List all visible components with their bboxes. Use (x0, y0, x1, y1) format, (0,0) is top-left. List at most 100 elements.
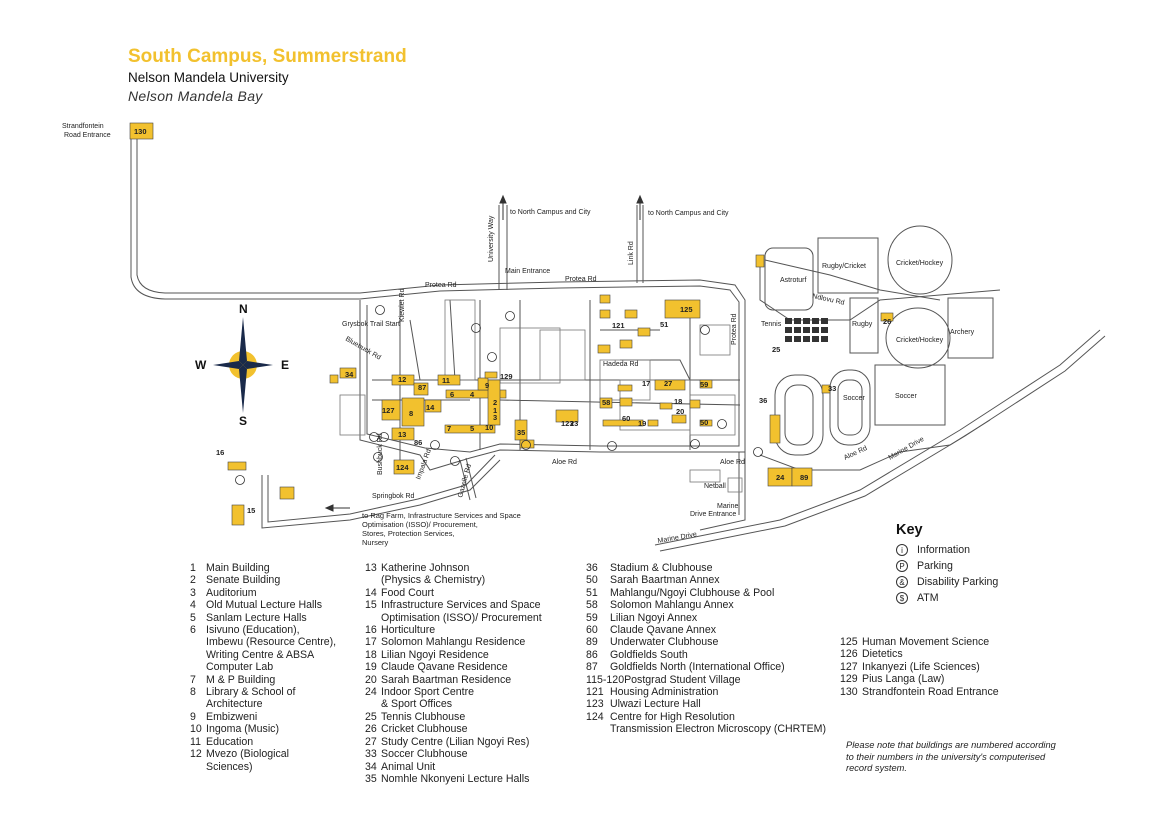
legend-item-label: Nomhle Nkonyeni Lecture Halls (381, 772, 530, 785)
num-label-1: 1 (493, 406, 497, 415)
key-label-information: Information (917, 544, 970, 556)
legend-item-label: Soccer Clubhouse (381, 748, 468, 761)
label-cricket-hockey-1: Cricket/Hockey (896, 260, 944, 267)
legend-item-number: 89 (586, 636, 598, 649)
label-to-north-1: to North Campus and City (510, 209, 591, 216)
legend-item-label: Claude Qavane Annex (610, 624, 717, 637)
num-label-18: 18 (674, 397, 682, 406)
road-labels: Strandfontein Road Entrance to North Cam… (62, 123, 975, 545)
atm-icon: $ (896, 592, 908, 604)
num-label-130: 130 (134, 127, 147, 136)
label-rugby: Rugby (852, 321, 873, 328)
legend-item-number: 129 (840, 673, 858, 686)
legend-item-label: Human Movement Science (862, 636, 990, 648)
label-marine-entrance-2: Drive Entrance (690, 511, 736, 518)
legend-item: 35 Nomhle Nkonyeni Lecture Halls (365, 773, 542, 785)
label-soccer-1: Soccer (843, 395, 865, 402)
legend-item-number: 35 (365, 772, 377, 785)
compass-w: W (195, 358, 207, 372)
num-label-24: 24 (776, 473, 785, 482)
information-icon: i (896, 544, 908, 556)
num-label-19: 19 (638, 419, 646, 428)
legend-item-number: 19 (365, 661, 377, 674)
tennis-courts (785, 318, 828, 342)
legend-item-number: 8 (190, 686, 196, 699)
legend-item-label: Lilian Ngoyi Annex (610, 611, 698, 624)
label-strandfontein: Strandfontein (62, 123, 104, 130)
parking-icon (375, 305, 385, 315)
legend-item-number: 25 (365, 710, 377, 723)
legend-item-label: Stadium & Clubhouse (610, 562, 713, 574)
label-cricket-hockey-2: Cricket/Hockey (896, 337, 944, 344)
num-label-35: 35 (517, 428, 525, 437)
map-title: South Campus, Summerstrand (128, 46, 407, 67)
legend-item-label: Food Court (381, 586, 434, 599)
num-label-3: 3 (493, 413, 497, 422)
label-soccer-2: Soccer (895, 393, 917, 400)
num-label-33: 33 (828, 384, 836, 393)
legend-item-label: Mvezo (Biological Sciences) (206, 748, 290, 773)
num-label-60: 60 (622, 414, 630, 423)
label-link-rd: Link Rd (628, 241, 635, 265)
parking-icon (521, 440, 531, 450)
label-aloe-rd-3: Aloe Rd (843, 445, 869, 462)
parking-icon (373, 452, 383, 462)
legend-item-label: Goldfields North (International Office) (610, 661, 785, 674)
legend-item-label: Dietetics (862, 648, 903, 661)
legend-item: 3 Auditorium (190, 587, 336, 599)
legend-item-number: 2 (190, 574, 196, 587)
legend-item-number: 115-120 (586, 673, 625, 686)
label-tennis: Tennis (761, 321, 782, 328)
key-label-atm: ATM (917, 592, 939, 604)
label-protea-rd-w: Protea Rd (425, 282, 457, 289)
num-label-10: 10 (485, 423, 493, 432)
legend-item-number: 15 (365, 599, 377, 612)
legend-item-number: 3 (190, 586, 196, 599)
legend-item-number: 7 (190, 673, 196, 686)
label-archery: Archery (950, 329, 975, 336)
legend-item-label: Solomon Mahlangu Residence (381, 636, 526, 649)
parking-icon (487, 352, 497, 362)
label-bluebuck: Bluebuck Rd (344, 336, 382, 362)
legend-item-number: 4 (190, 599, 196, 612)
parking-icon (700, 325, 710, 335)
num-label-8: 8 (409, 409, 413, 418)
label-aloe-rd-2: Aloe Rd (720, 459, 745, 466)
buildings (129, 122, 894, 526)
legend-item-number: 87 (586, 661, 598, 674)
key-item-information: i Information (896, 542, 998, 558)
num-label-9: 9 (485, 381, 489, 390)
legend-item-label: Sanlam Lecture Halls (206, 611, 307, 624)
legend-item-label: Centre for High Resolution Transmission … (610, 710, 827, 736)
legend-item-number: 51 (586, 586, 598, 599)
num-label-34: 34 (345, 370, 354, 379)
label-bushbuck: Bushbuck Rd (377, 433, 384, 475)
legend-item-number: 13 (365, 562, 377, 574)
legend-item-label: Auditorium (206, 586, 257, 599)
legend-item-number: 5 (190, 611, 196, 624)
parking-icon: P (896, 560, 908, 572)
legend-item-number: 18 (365, 648, 377, 661)
legend-item-number: 123 (586, 698, 604, 711)
key-item-atm: $ ATM (896, 590, 998, 606)
